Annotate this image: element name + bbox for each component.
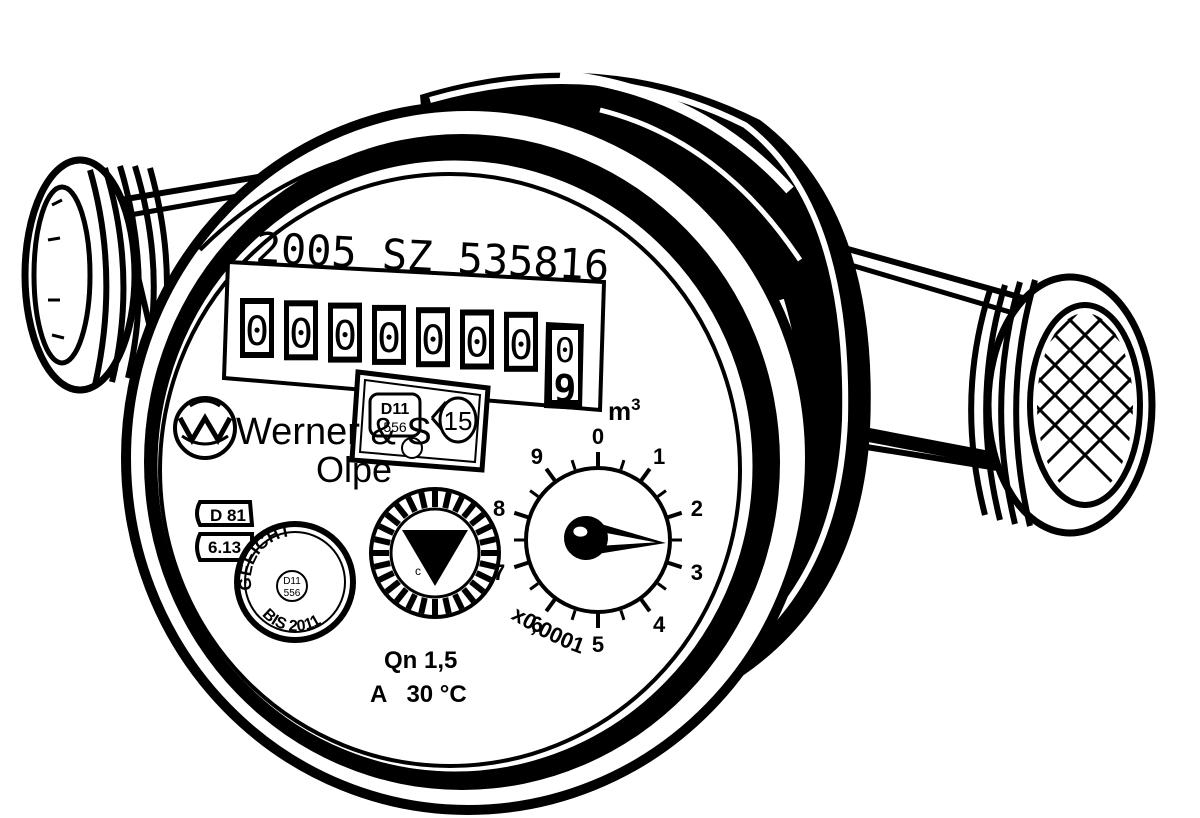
- brand-name: Werner & S: [236, 411, 432, 453]
- star-tooth: [461, 587, 477, 604]
- star-tooth: [452, 495, 465, 513]
- odometer-digit-0: 0: [240, 298, 274, 358]
- unit-label: m3: [608, 395, 641, 426]
- stamp-class: 15: [444, 406, 473, 436]
- star-tooth: [384, 579, 401, 595]
- star-tooth: [479, 560, 497, 570]
- sub-dial-pointer: [564, 516, 666, 560]
- dial-tick: [570, 459, 577, 471]
- dial-tick: [529, 582, 540, 591]
- stamp-code-top: D11: [381, 401, 410, 418]
- dial-label-8: 8: [493, 496, 505, 521]
- dial-label-3: 3: [691, 560, 703, 585]
- star-tooth: [377, 523, 395, 536]
- star-tooth: [475, 523, 493, 536]
- approval-code-2: 6.13: [208, 538, 241, 557]
- star-tooth: [418, 597, 428, 615]
- odometer-digit-1: 0: [284, 300, 318, 361]
- star-tooth: [377, 570, 395, 583]
- dial-tick: [656, 489, 667, 498]
- star-tooth: [469, 579, 486, 595]
- dial-label-2: 2: [691, 496, 703, 521]
- odometer-digit-text: 0: [421, 318, 445, 364]
- star-tooth: [393, 587, 409, 604]
- odometer-last-digit-bottom: 9: [554, 367, 577, 411]
- dial-tick: [656, 582, 667, 591]
- dial-tick: [513, 510, 531, 520]
- seal-code-bottom: 556: [284, 588, 301, 599]
- star-wheel: c: [369, 487, 501, 619]
- rating-flow: Qn 1,5: [384, 647, 457, 674]
- dial-label-7: 7: [493, 560, 505, 585]
- brand-logo: [173, 396, 237, 460]
- star-tooth: [442, 597, 452, 615]
- svg-text:c: c: [415, 564, 421, 578]
- star-tooth: [373, 560, 391, 570]
- star-tooth: [475, 570, 493, 583]
- star-tooth: [393, 502, 409, 519]
- odometer-digit-text: 0: [245, 309, 269, 355]
- star-tooth: [479, 536, 497, 546]
- dial-label-1: 1: [653, 444, 665, 469]
- star-tooth: [461, 502, 477, 519]
- odometer-digit-text: 0: [377, 316, 401, 362]
- calibration-seal: GEEICHT BIS 2011 D11 556: [234, 521, 356, 643]
- verification-stamp: D11 556 15: [349, 369, 491, 473]
- star-tooth: [405, 495, 418, 513]
- dial-tick: [665, 510, 683, 520]
- star-tooth: [442, 491, 452, 509]
- dial-tick: [665, 560, 683, 570]
- star-tooth: [373, 536, 391, 546]
- seal-code-top: D11: [283, 576, 301, 587]
- odometer-last-drum: 0 9: [544, 322, 584, 411]
- odometer-digit-5: 0: [460, 309, 494, 370]
- dial-label-0: 0: [592, 424, 604, 449]
- odometer-digit-text: 0: [465, 321, 489, 367]
- odometer-digit-text: 0: [509, 323, 533, 369]
- odometer-digit-6: 0: [504, 311, 538, 372]
- star-tooth: [469, 511, 486, 527]
- dial-tick: [529, 489, 540, 498]
- star-tooth: [452, 593, 465, 611]
- dial-tick: [638, 597, 652, 613]
- dial-label-5: 5: [592, 632, 604, 657]
- dial-tick: [638, 467, 652, 483]
- odometer-digit-3: 0: [372, 304, 406, 365]
- star-tooth: [418, 491, 428, 509]
- dial-tick: [544, 467, 558, 483]
- odometer-digit-4: 0: [416, 307, 450, 368]
- sub-dial-labels: 0 1 2 3 4 5 6 7 8 9: [493, 424, 703, 657]
- stamp-code-bottom: 556: [383, 419, 407, 435]
- approval-marks: D 81 6.13: [195, 500, 255, 562]
- dial-label-9: 9: [531, 444, 543, 469]
- star-wheel-teeth: [373, 491, 497, 615]
- dial-tick: [513, 560, 531, 570]
- dial-tick: [570, 609, 577, 621]
- dial-tick: [544, 597, 558, 613]
- flow-indicator-triangle: [402, 530, 468, 586]
- dial-tick: [619, 459, 626, 471]
- odometer-digit-text: 0: [333, 314, 357, 360]
- rating-temperature: A 30 °C: [370, 681, 467, 708]
- star-tooth: [405, 593, 418, 611]
- approval-code-1: D 81: [210, 506, 246, 525]
- dial-label-4: 4: [653, 612, 666, 637]
- sub-dial-ticks: [513, 452, 683, 628]
- odometer-last-digit-top: 0: [555, 331, 575, 371]
- dial-label-6: 6: [531, 612, 543, 637]
- odometer-digit-text: 0: [289, 311, 313, 357]
- odometer-digit-2: 0: [328, 302, 362, 363]
- dial-tick: [619, 609, 626, 621]
- brand-city: Olpe: [316, 449, 392, 490]
- star-tooth: [384, 511, 401, 527]
